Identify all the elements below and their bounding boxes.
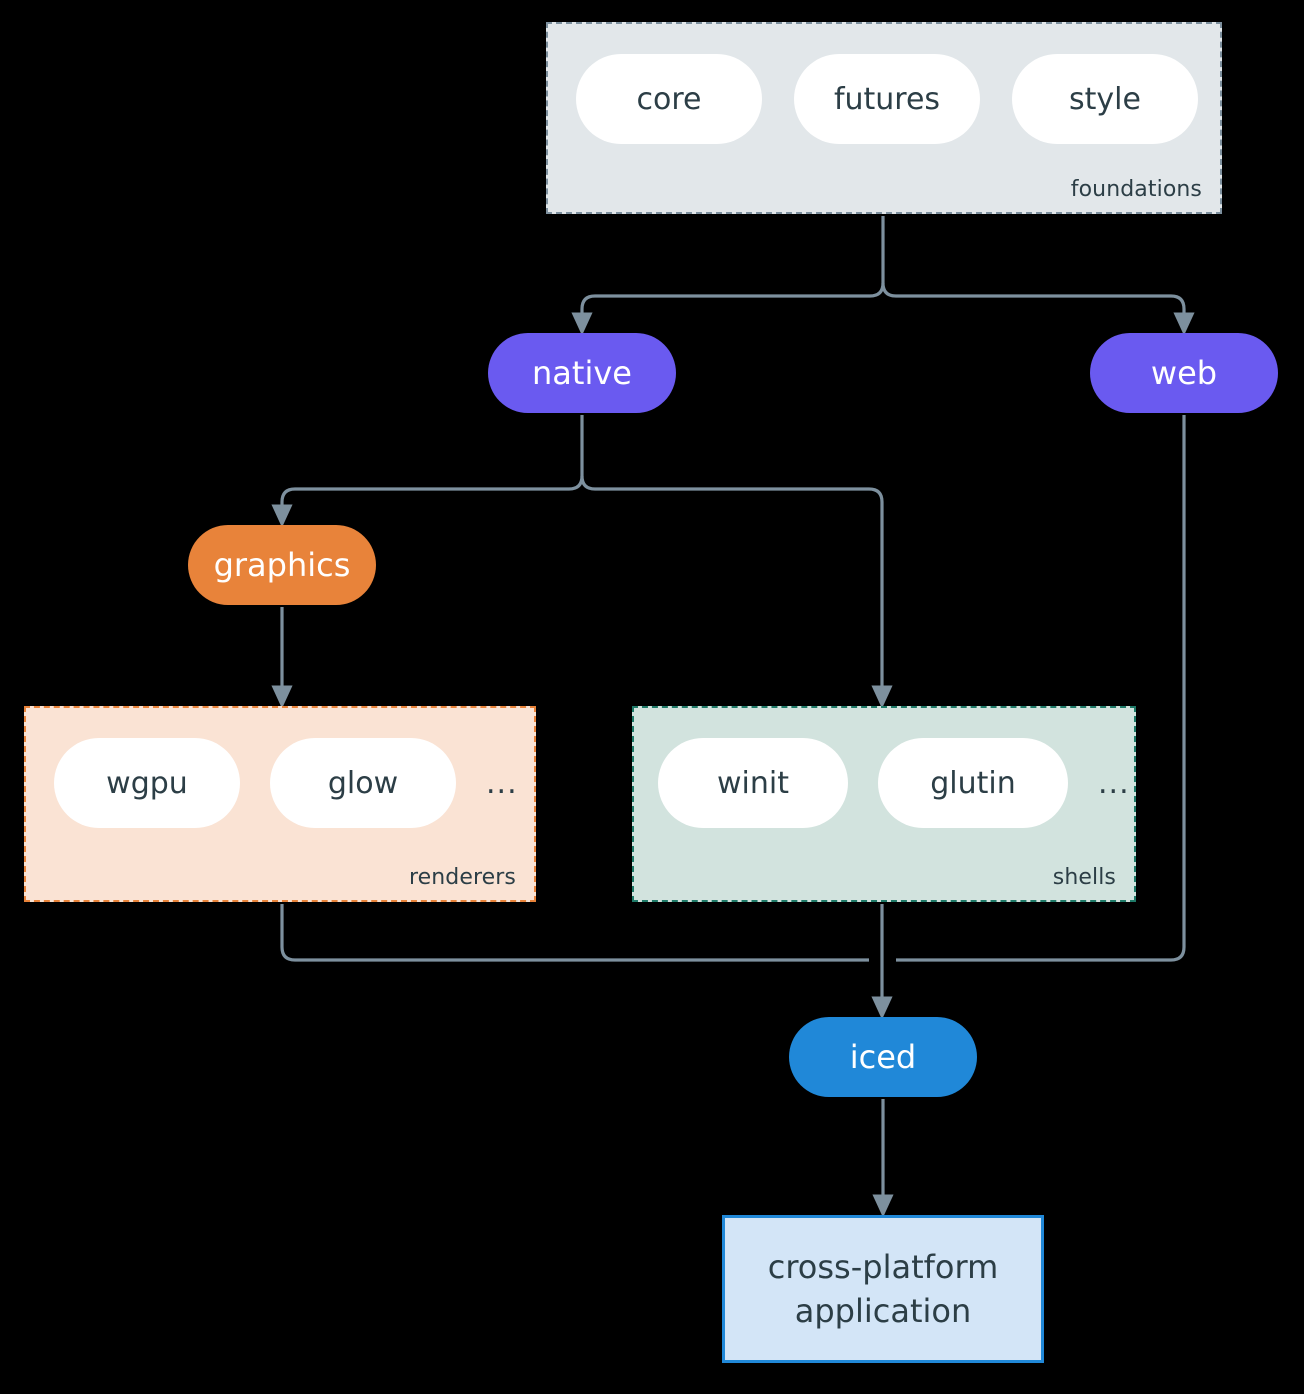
group-foundations: core futures style foundations xyxy=(546,22,1222,214)
chip-glow[interactable]: glow xyxy=(270,738,456,828)
application-line-1: cross-platform xyxy=(767,1247,999,1286)
edge-foundations-to-web xyxy=(881,282,1195,336)
edge-native-to-graphics xyxy=(271,475,584,528)
group-label-foundations: foundations xyxy=(1070,177,1202,202)
chip-wgpu[interactable]: wgpu xyxy=(54,738,240,828)
chip-glutin[interactable]: glutin xyxy=(878,738,1068,828)
edge-renderers-to-iced xyxy=(280,904,869,962)
edge-foundations-to-native xyxy=(571,282,885,336)
node-native[interactable]: native xyxy=(488,333,676,413)
node-graphics[interactable]: graphics xyxy=(188,525,376,605)
renderers-ellipsis: ... xyxy=(486,765,518,801)
node-cross-platform-application[interactable]: cross-platform application xyxy=(722,1215,1044,1363)
chip-winit[interactable]: winit xyxy=(658,738,848,828)
group-label-shells: shells xyxy=(1052,865,1116,890)
group-shells: winit glutin ... shells xyxy=(632,706,1136,902)
chip-core[interactable]: core xyxy=(576,54,762,144)
node-web[interactable]: web xyxy=(1090,333,1278,413)
chip-futures[interactable]: futures xyxy=(794,54,980,144)
application-line-2: application xyxy=(794,1292,972,1330)
node-iced[interactable]: iced xyxy=(789,1017,977,1097)
edge-native-to-shells xyxy=(580,475,893,709)
group-renderers: wgpu glow ... renderers xyxy=(24,706,536,902)
shells-ellipsis: ... xyxy=(1098,765,1130,801)
chip-style[interactable]: style xyxy=(1012,54,1198,144)
group-label-renderers: renderers xyxy=(408,865,516,890)
